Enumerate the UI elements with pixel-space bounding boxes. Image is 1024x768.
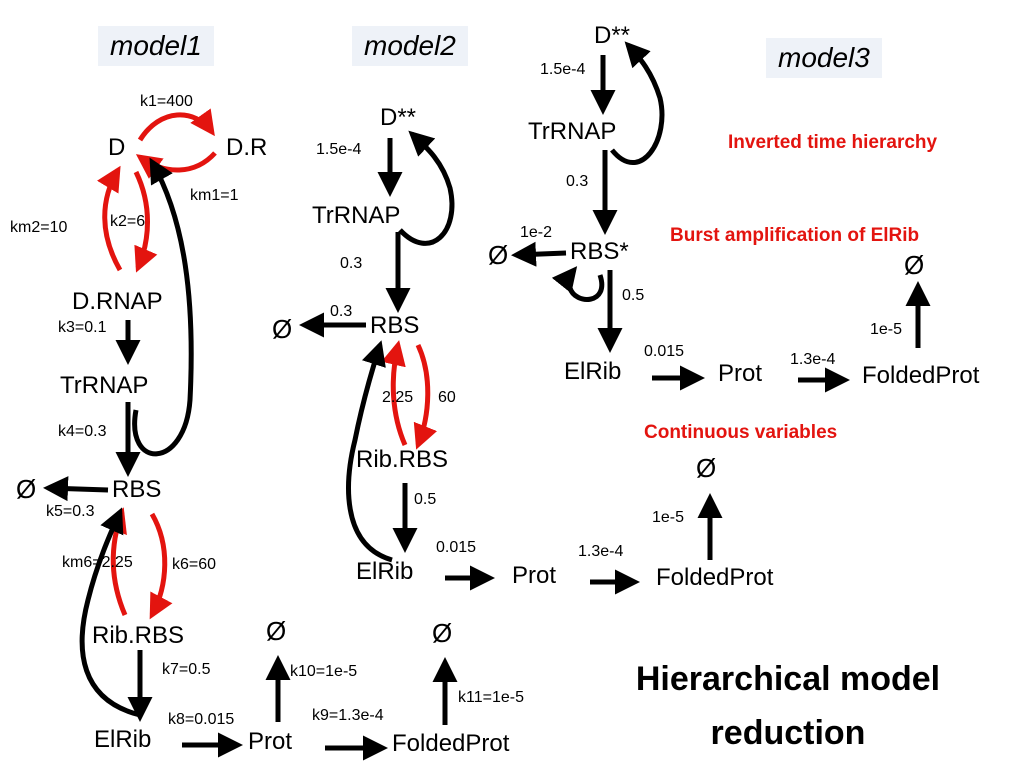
m2-arrow-TrRNAP-to-Dss	[398, 130, 455, 246]
m2-rate-7: 0.015	[436, 539, 477, 556]
m3-null-folded: Ø	[904, 250, 925, 280]
m1-rate-k3: k3=0.1	[58, 319, 107, 336]
m2-TrRNAP: TrRNAP	[312, 202, 401, 229]
m1-null-prot: Ø	[266, 616, 287, 646]
m1-rate-k6: k6=60	[172, 556, 217, 573]
m3-rate-3: 1e-2	[520, 224, 553, 241]
m1-RBS: RBS	[112, 476, 162, 503]
m1-ElRib: ElRib	[94, 726, 152, 753]
model1-title: model1	[98, 26, 214, 67]
m1-Prot: Prot	[248, 728, 293, 755]
model2-title: model2	[352, 26, 468, 67]
m2-rate-4: 2.25	[382, 389, 414, 406]
m2-null-rbs: Ø	[272, 314, 293, 344]
m3-arrow-TrRNAP-to-Dss	[610, 41, 665, 166]
m2-RibRBS: Rib.RBS	[356, 446, 449, 473]
m1-arrow-TrRNAP-to-D	[132, 157, 194, 457]
annotation-continuous: Continuous variables	[644, 422, 838, 443]
m1-DR: D.R	[226, 134, 268, 161]
m3-rate-1: 1.5e-4	[540, 61, 586, 78]
model3-title: model3	[766, 38, 882, 79]
m1-rate-k7: k7=0.5	[162, 661, 211, 678]
m1-DRNAP: D.RNAP	[72, 288, 163, 315]
m1-arrow-D-to-DR	[137, 108, 215, 142]
m1-arrow-DR-to-D	[135, 151, 217, 179]
m3-Prot: Prot	[718, 360, 763, 387]
m2-rate-9: 1e-5	[652, 509, 685, 526]
m1-D: D	[108, 134, 126, 161]
m3-TrRNAP: TrRNAP	[528, 118, 617, 145]
m3-arrow-RBSs-to-null	[511, 241, 567, 267]
m2-Prot: Prot	[512, 562, 557, 589]
m2-rate-2: 0.3	[340, 255, 363, 272]
m3-Dss: D**	[594, 22, 631, 49]
m2-Dss: D**	[380, 104, 417, 131]
m2-null-folded: Ø	[696, 453, 717, 483]
m1-rate-k5: k5=0.3	[46, 503, 95, 520]
m1-rate-k8: k8=0.015	[168, 711, 235, 728]
m3-rate-2: 0.3	[566, 173, 589, 190]
m3-rate-4: 0.5	[622, 287, 645, 304]
m1-TrRNAP: TrRNAP	[60, 372, 149, 399]
m2-arrow-ElRib-to-RBS	[346, 340, 393, 563]
m1-rate-k4: k4=0.3	[58, 423, 107, 440]
m1-arrow-D-to-DRNAP	[133, 170, 158, 273]
m2-FoldedProt: FoldedProt	[656, 564, 774, 591]
m3-null-rbs: Ø	[488, 240, 509, 270]
m3-ElRib: ElRib	[564, 358, 622, 385]
m3-rate-6: 1.3e-4	[790, 351, 836, 368]
m2-RBS: RBS	[370, 312, 420, 339]
m1-rate-k9: k9=1.3e-4	[312, 707, 384, 724]
m2-rate-8: 1.3e-4	[578, 543, 624, 560]
m1-arrow-ElRib-to-RBS	[79, 507, 141, 718]
m1-rate-k1: k1=400	[140, 93, 193, 110]
annotation-inverted: Inverted time hierarchy	[728, 132, 938, 153]
m1-rate-k11: k11=1e-5	[458, 689, 524, 706]
m3-arrow-RBSs-self	[551, 266, 605, 302]
m1-rate-km1: km1=1	[190, 187, 239, 204]
main-title: Hierarchical model reduction	[588, 652, 988, 761]
m3-rate-7: 1e-5	[870, 321, 903, 338]
main-title-line1: Hierarchical model	[635, 660, 941, 698]
m2-rate-1: 1.5e-4	[316, 141, 362, 158]
m3-FoldedProt: FoldedProt	[862, 362, 980, 389]
m1-arrow-RBS-to-null	[43, 476, 109, 502]
main-title-line2: reduction	[710, 714, 866, 753]
m2-arrow-RBS-to-RibRBS	[413, 343, 438, 450]
m3-RBSs: RBS*	[570, 238, 629, 265]
m2-ElRib: ElRib	[356, 558, 414, 585]
m1-arrow-DRNAP-to-D	[96, 165, 123, 272]
m3-rate-5: 0.015	[644, 343, 685, 360]
m1-FoldedProt: FoldedProt	[392, 730, 510, 757]
m1-arrow-RBS-to-RibRBS	[149, 512, 173, 620]
m2-arrow-RibRBS-to-RBS	[381, 340, 408, 446]
m2-rate-3: 0.3	[330, 303, 353, 320]
m1-null-folded: Ø	[432, 618, 453, 648]
m2-rate-5: 60	[438, 389, 456, 406]
m1-rate-km2: km2=10	[10, 219, 68, 236]
m1-RibRBS: Rib.RBS	[92, 622, 185, 649]
annotation-burst: Burst amplification of ElRib	[670, 225, 920, 246]
m2-rate-6: 0.5	[414, 491, 437, 508]
m1-rate-k2: k2=6	[110, 213, 146, 230]
m1-rate-k10: k10=1e-5	[290, 663, 358, 680]
m1-rate-km6: km6=2.25	[62, 554, 133, 571]
m1-null-rbs: Ø	[16, 474, 37, 504]
